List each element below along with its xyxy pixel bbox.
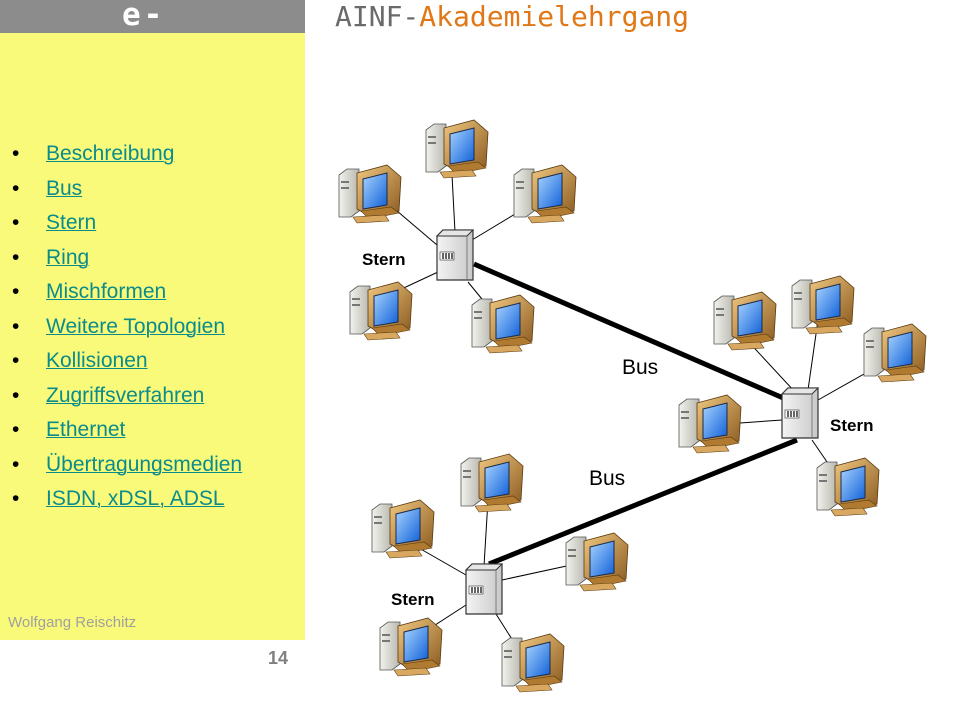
nav-link-zugriffsverfahren[interactable]: Zugriffsverfahren	[46, 383, 205, 407]
computer-icon	[565, 532, 629, 592]
computer-icon	[460, 453, 524, 513]
computer-icon	[338, 164, 402, 224]
nav-link-kollisionen[interactable]: Kollisionen	[46, 349, 148, 372]
nav-item: •Ring	[12, 245, 90, 269]
nav-link-ethernet[interactable]: Ethernet	[46, 418, 126, 441]
star-label-1: Stern	[362, 250, 405, 269]
nav-item: •Bus	[12, 176, 83, 200]
nav-item: •Zugriffsverfahren	[12, 383, 205, 407]
nav-link-ring[interactable]: Ring	[46, 245, 90, 269]
computer-icon	[371, 499, 435, 559]
computer-icon	[471, 294, 535, 354]
author-name: Wolfgang Reischitz	[8, 614, 137, 631]
title-suffix: Akademielehrgang	[419, 0, 690, 33]
bus-link-upper	[473, 261, 798, 407]
brand-banner: e-teaching	[0, 0, 305, 33]
bus-link-lower	[488, 437, 798, 567]
computer-icon	[791, 275, 855, 335]
bus-label-lower: Bus	[589, 467, 625, 490]
brand-logo: e-teaching	[122, 0, 166, 33]
computer-icon	[379, 617, 443, 677]
computer-icon	[678, 394, 742, 454]
hub-icon	[781, 387, 819, 439]
page-title: AINF-Akademielehrgang	[335, 0, 689, 36]
nav-item: •Mischformen	[12, 280, 167, 303]
nav-list: •Beschreibung •Bus •Stern •Ring •Mischfo…	[12, 137, 242, 517]
sidebar: e-teaching •Beschreibung •Bus •Stern •Ri…	[0, 0, 305, 640]
nav-link-weitere-topologien[interactable]: Weitere Topologien	[46, 314, 226, 338]
star-label-2: Stern	[830, 416, 873, 435]
nav-link-mischformen[interactable]: Mischformen	[46, 280, 167, 303]
nav-link-uebertragungsmedien[interactable]: Übertragungsmedien	[46, 452, 243, 476]
bus-label-upper: Bus	[622, 356, 658, 379]
nav-item: •Übertragungsmedien	[12, 452, 243, 476]
computer-icon	[349, 281, 413, 341]
hub-icon	[436, 229, 474, 281]
nav-link-beschreibung[interactable]: Beschreibung	[46, 142, 175, 165]
nav-item: •Beschreibung	[12, 142, 175, 165]
star-label-3: Stern	[391, 590, 434, 609]
slide-number: 14	[268, 648, 289, 668]
computer-icon	[425, 119, 489, 179]
computer-icon	[816, 457, 880, 517]
computer-icon	[863, 323, 927, 383]
title-prefix: AINF-	[335, 0, 420, 33]
computer-icon	[513, 164, 577, 224]
nav-item: •Kollisionen	[12, 349, 148, 372]
nav-link-stern[interactable]: Stern	[46, 211, 97, 234]
nav-item: •Ethernet	[12, 418, 126, 441]
nav-link-bus[interactable]: Bus	[46, 176, 83, 200]
nav-item: •Weitere Topologien	[12, 314, 226, 338]
computer-icon	[501, 633, 565, 693]
nav-item: •ISDN, xDSL, ADSL	[12, 487, 225, 510]
hub-icon	[465, 563, 503, 615]
nav-link-isdn-xdsl-adsl[interactable]: ISDN, xDSL, ADSL	[46, 487, 225, 510]
computer-icon	[713, 291, 777, 351]
nav-item: •Stern	[12, 211, 97, 234]
